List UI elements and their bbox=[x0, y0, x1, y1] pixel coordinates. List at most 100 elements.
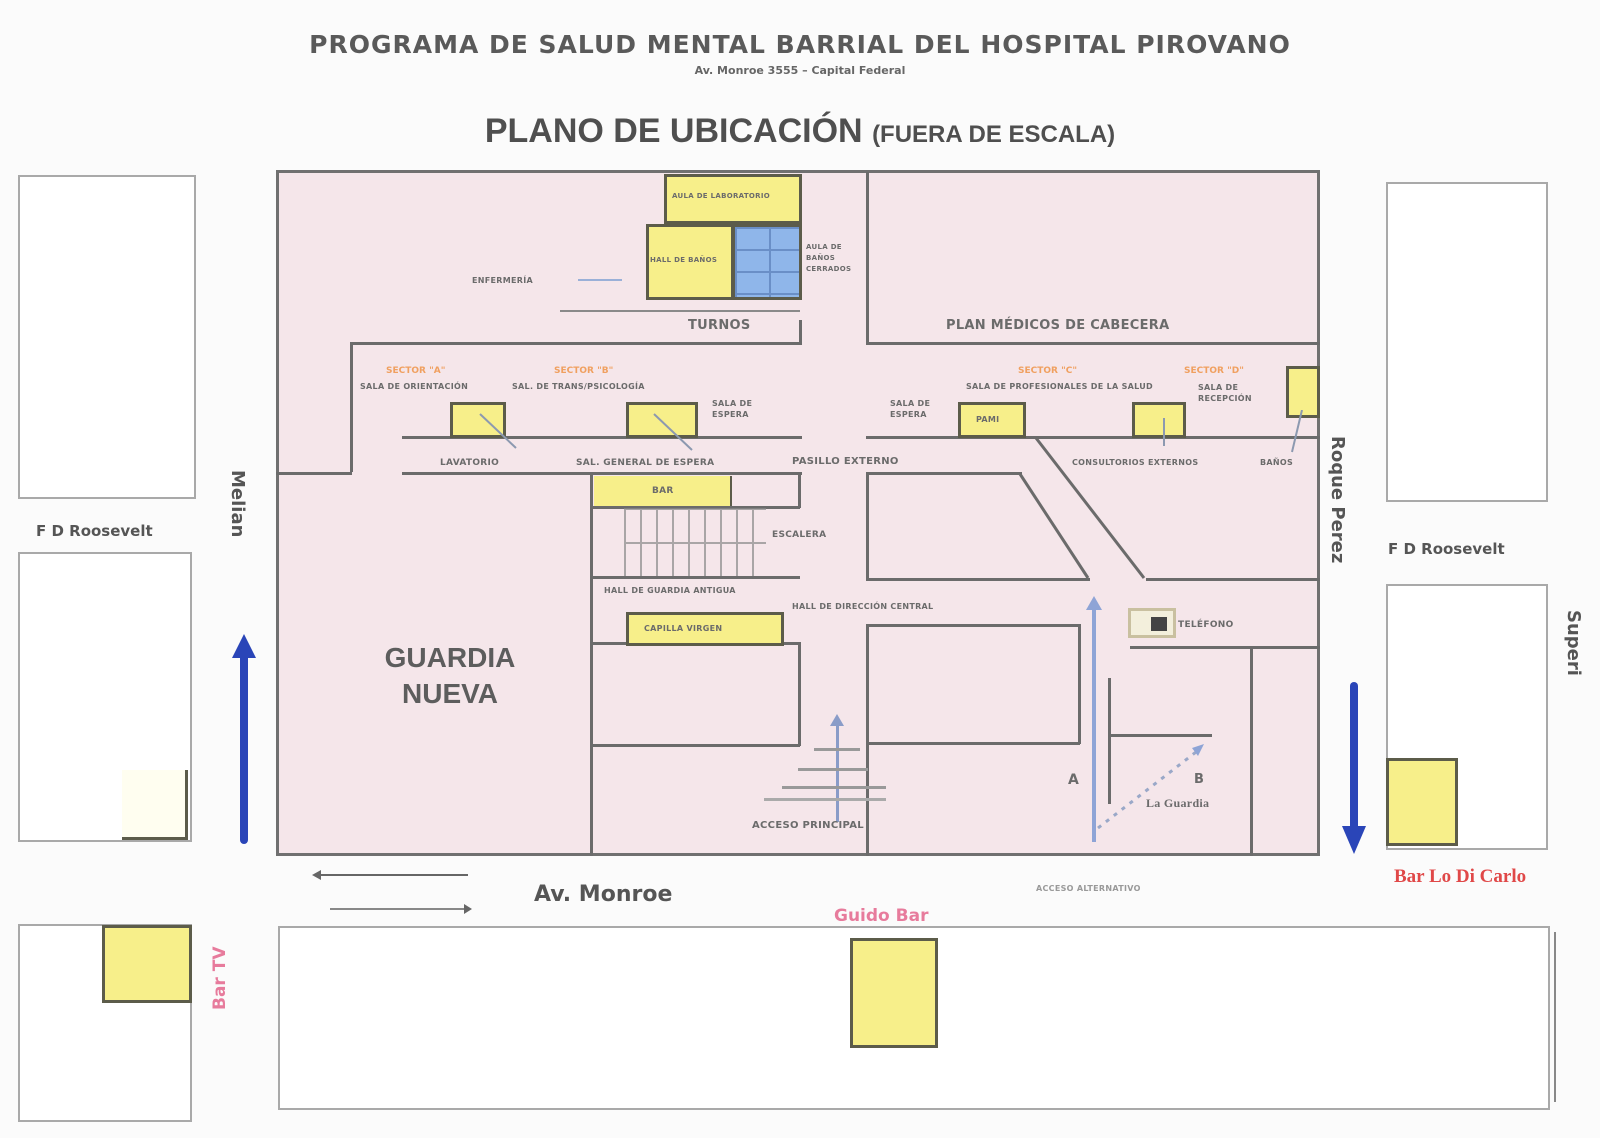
label-consultorios: CONSULTORIOS EXTERNOS bbox=[1072, 458, 1199, 467]
entrance-step bbox=[798, 768, 868, 771]
monroe-arrow-right-icon bbox=[330, 908, 466, 910]
wall bbox=[866, 742, 1080, 745]
label-guardia-nueva: GUARDIA NUEVA bbox=[360, 640, 540, 712]
wall bbox=[866, 578, 1090, 581]
wall bbox=[590, 744, 800, 747]
bar-tv-label: Bar TV bbox=[210, 946, 230, 1010]
traffic-arrow-up-icon bbox=[240, 650, 248, 844]
wall bbox=[1078, 624, 1081, 744]
label-sala-espera-2: SALA DE ESPERA bbox=[890, 399, 931, 419]
label-sector-a: SECTOR "A" bbox=[386, 366, 446, 376]
building-left-middle-corner bbox=[122, 770, 188, 840]
label-sala-d: SALA DE RECEPCIÓN bbox=[1198, 383, 1252, 403]
room-sector-d bbox=[1286, 366, 1320, 418]
wall bbox=[1146, 578, 1320, 581]
room-aula-laboratorio bbox=[664, 174, 802, 224]
label-turnos: TURNOS bbox=[688, 318, 751, 333]
label-escalera: ESCALERA bbox=[772, 530, 827, 540]
street-left: Melian bbox=[227, 470, 248, 538]
wall bbox=[560, 310, 800, 312]
main-access-arrow-icon bbox=[836, 722, 839, 822]
wall bbox=[1108, 678, 1111, 804]
room-sector-b bbox=[626, 402, 698, 438]
street-bottom: Av. Monroe bbox=[534, 882, 673, 907]
guido-bar-label: Guido Bar bbox=[834, 906, 929, 926]
enfermeria-pointer bbox=[578, 279, 622, 281]
label-hall-banos: HALL DE BAÑOS bbox=[650, 256, 718, 264]
label-guardia-nueva-line2: NUEVA bbox=[402, 678, 498, 709]
wall bbox=[798, 642, 801, 746]
label-aula-banos: AULA DE BAÑOS CERRADOS bbox=[806, 243, 852, 273]
bar-lo-di-carlo-label: Bar Lo Di Carlo bbox=[1394, 866, 1527, 887]
wall bbox=[866, 472, 869, 580]
wall bbox=[866, 624, 869, 856]
telefono-icon bbox=[1128, 608, 1176, 638]
label-sala-b: SAL. DE TRANS/PSICOLOGÍA bbox=[512, 382, 645, 391]
path-b-dotted-icon bbox=[1097, 744, 1204, 830]
right-edge-arrow-icon bbox=[1554, 932, 1556, 1102]
wall bbox=[590, 576, 800, 579]
wall bbox=[1250, 646, 1253, 856]
wall bbox=[350, 342, 802, 345]
path-a-arrow-head-icon bbox=[1086, 596, 1102, 610]
label-sala-espera-1: SALA DE ESPERA bbox=[712, 399, 753, 419]
wall bbox=[402, 436, 802, 439]
label-hall-central: HALL DE DIRECCIÓN CENTRAL bbox=[792, 602, 934, 611]
wall bbox=[866, 472, 1022, 475]
label-plan-medicos: PLAN MÉDICOS DE CABECERA bbox=[946, 318, 1170, 333]
wall bbox=[1130, 646, 1320, 649]
room-hall-banos bbox=[646, 224, 734, 300]
wall bbox=[866, 436, 1320, 439]
wall bbox=[866, 342, 1320, 345]
label-aula-laboratorio: AULA DE LABORATORIO bbox=[672, 192, 771, 200]
street-cross-left: F D Roosevelt bbox=[36, 522, 153, 540]
address: Av. Monroe 3555 – Capital Federal bbox=[694, 64, 906, 77]
room-pami bbox=[958, 402, 1026, 438]
path-a-arrow-icon bbox=[1092, 606, 1096, 842]
label-sala-c: SALA DE PROFESIONALES DE LA SALUD bbox=[966, 382, 1153, 391]
label-sector-c: SECTOR "C" bbox=[1018, 366, 1078, 376]
bar-lo-di-carlo-building bbox=[1386, 758, 1458, 846]
street-right: Roque Perez bbox=[1327, 436, 1348, 564]
label-sala-a: SALA DE ORIENTACIÓN bbox=[360, 382, 469, 391]
room-capilla bbox=[626, 612, 784, 646]
label-acceso-alternativo: ACCESO ALTERNATIVO bbox=[1036, 884, 1141, 893]
label-acceso-principal: ACCESO PRINCIPAL bbox=[752, 820, 864, 831]
plan-title-scale-note: (FUERA DE ESCALA) bbox=[872, 121, 1116, 148]
label-lavatorio: LAVATORIO bbox=[440, 458, 500, 468]
wall bbox=[350, 342, 353, 472]
traffic-arrow-up-head-icon bbox=[232, 634, 256, 658]
plan-title: PLANO DE UBICACIÓN (FUERA DE ESCALA) bbox=[0, 112, 1600, 151]
wall bbox=[799, 320, 802, 344]
label-la-guardia: La Guardia bbox=[1146, 796, 1210, 810]
block-right-middle bbox=[1386, 584, 1548, 850]
label-hall-antigua: HALL DE GUARDIA ANTIGUA bbox=[604, 586, 736, 595]
wall bbox=[590, 506, 800, 509]
wall bbox=[276, 472, 352, 475]
room-aula-banos bbox=[732, 224, 802, 300]
main-access-arrow-head-icon bbox=[830, 714, 844, 726]
label-guardia-nueva-line1: GUARDIA bbox=[384, 642, 516, 673]
wall bbox=[798, 472, 801, 508]
label-capilla: CAPILLA VIRGEN bbox=[644, 624, 723, 633]
label-bar: BAR bbox=[652, 486, 674, 496]
entrance-step bbox=[782, 786, 886, 789]
wall bbox=[866, 172, 869, 344]
label-b: B bbox=[1194, 772, 1205, 787]
traffic-arrow-down-icon bbox=[1350, 682, 1358, 830]
entrance-step bbox=[814, 748, 860, 751]
block-left-top bbox=[18, 175, 196, 499]
traffic-arrow-down-head-icon bbox=[1342, 826, 1366, 854]
street-far-right: Superi bbox=[1563, 610, 1584, 676]
guido-bar-building bbox=[850, 938, 938, 1048]
diagonal-walls bbox=[1018, 437, 1146, 579]
label-sal-general: SAL. GENERAL DE ESPERA bbox=[576, 458, 715, 468]
label-enfermeria: ENFERMERÍA bbox=[472, 276, 534, 285]
wall bbox=[590, 472, 593, 856]
room-pointers bbox=[479, 410, 1303, 453]
monroe-arrow-left-icon bbox=[318, 874, 468, 876]
entrance-step bbox=[764, 798, 886, 801]
block-right-top bbox=[1386, 182, 1548, 502]
label-sector-b: SECTOR "B" bbox=[554, 366, 614, 376]
monroe-arrow-right-head-icon bbox=[464, 904, 472, 914]
